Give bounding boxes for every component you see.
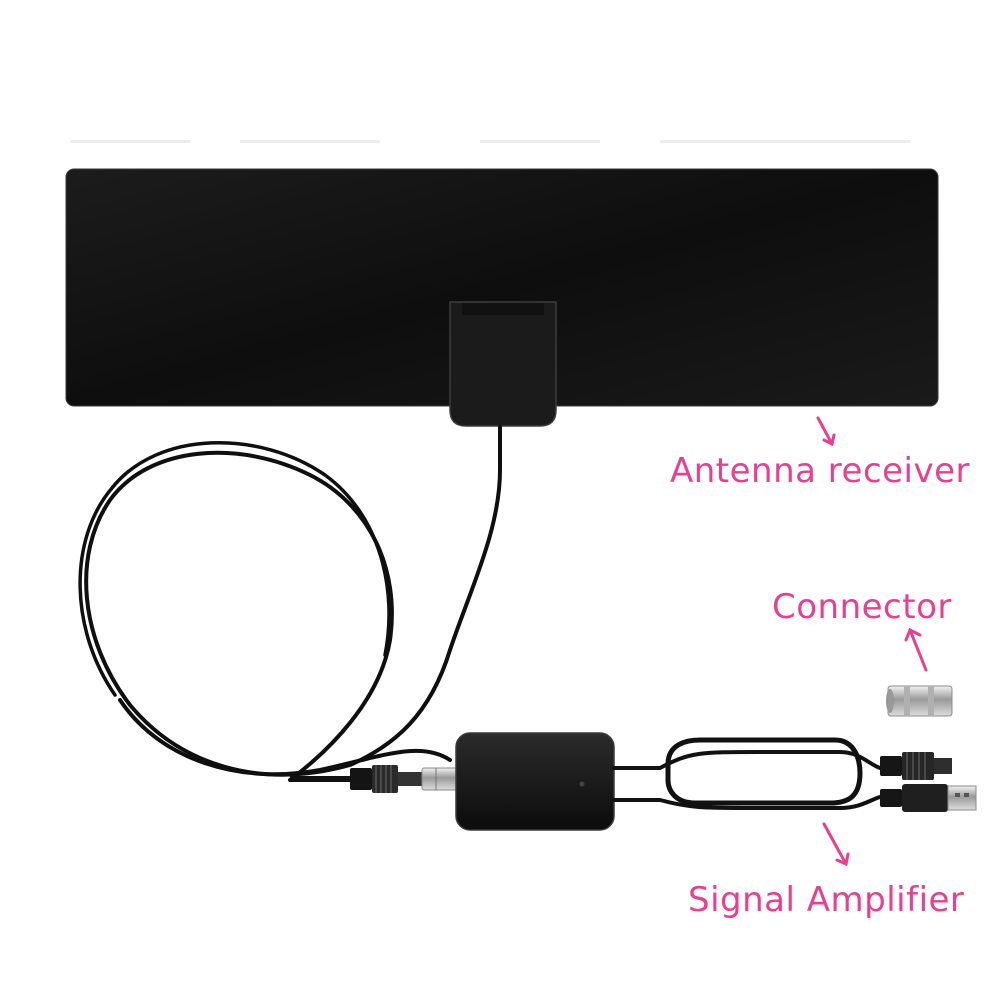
amplifier-box-icon: [455, 732, 615, 831]
output-cable-loop: [612, 737, 882, 810]
loose-coupler-icon: [886, 685, 953, 717]
label-signal-amplifier: Signal Amplifier: [688, 880, 965, 920]
arrow-antenna: [816, 416, 836, 447]
arrow-connector: [904, 627, 928, 672]
usb-plug-icon: [880, 784, 977, 812]
reflection-line: [70, 140, 910, 143]
coax-connector-icon: [880, 752, 952, 780]
cable-mount-block: [449, 301, 557, 427]
label-antenna-receiver: Antenna receiver: [670, 451, 971, 491]
label-connector: Connector: [772, 587, 952, 627]
coax-input-port: [421, 767, 459, 791]
arrow-amplifier: [822, 822, 850, 867]
coax-plug-left: [290, 765, 422, 793]
cable-coil-icon: [78, 425, 502, 782]
